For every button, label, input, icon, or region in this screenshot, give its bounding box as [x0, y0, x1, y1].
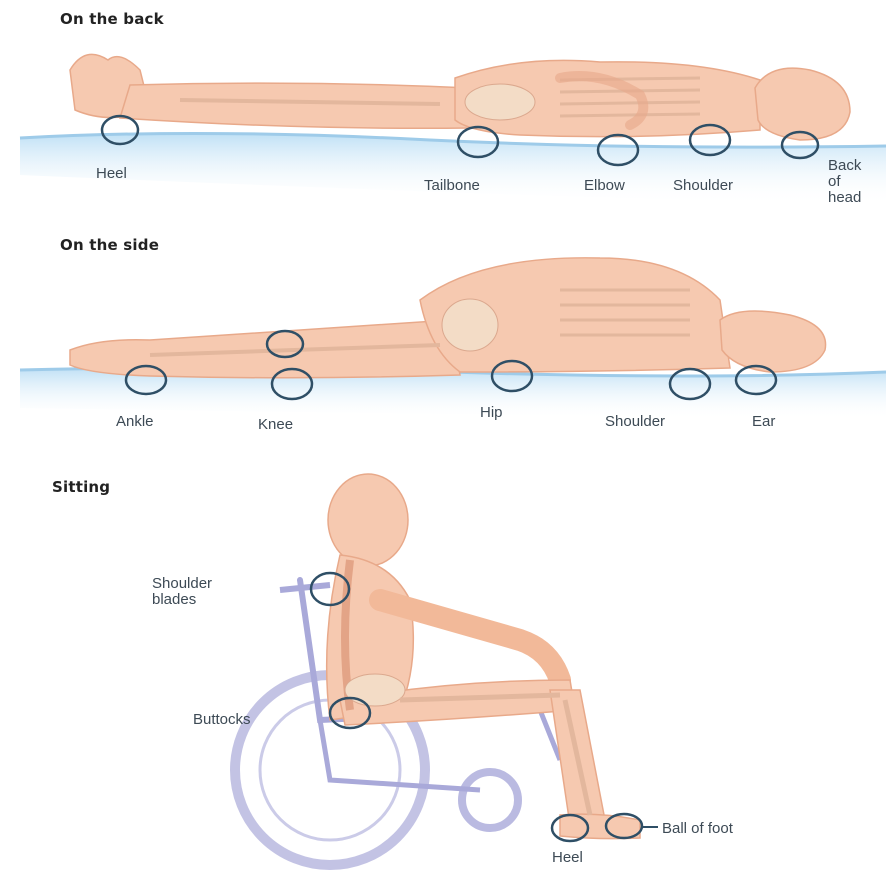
label-heel-back: Heel — [96, 166, 127, 182]
label-shoulder-blades: Shoulder blades — [152, 576, 212, 608]
label-knee: Knee — [258, 417, 293, 433]
figure-on-back — [70, 54, 850, 140]
label-elbow: Elbow — [584, 178, 625, 194]
label-buttocks: Buttocks — [193, 712, 251, 728]
label-ball-of-foot: Ball of foot — [662, 821, 733, 837]
label-ankle: Ankle — [116, 414, 154, 430]
section-title-sitting: Sitting — [52, 478, 110, 496]
label-shoulder-side: Shoulder — [605, 414, 665, 430]
label-shoulder-back: Shoulder — [673, 178, 733, 194]
label-heel-sitting: Heel — [552, 850, 583, 866]
label-tailbone: Tailbone — [424, 178, 480, 194]
figure-on-side — [70, 258, 826, 378]
mattress-back — [20, 133, 886, 205]
section-title-back: On the back — [60, 10, 164, 28]
label-back-of-head: Back of head — [828, 158, 861, 206]
label-ear: Ear — [752, 414, 775, 430]
section-title-side: On the side — [60, 236, 159, 254]
label-hip: Hip — [480, 405, 503, 421]
